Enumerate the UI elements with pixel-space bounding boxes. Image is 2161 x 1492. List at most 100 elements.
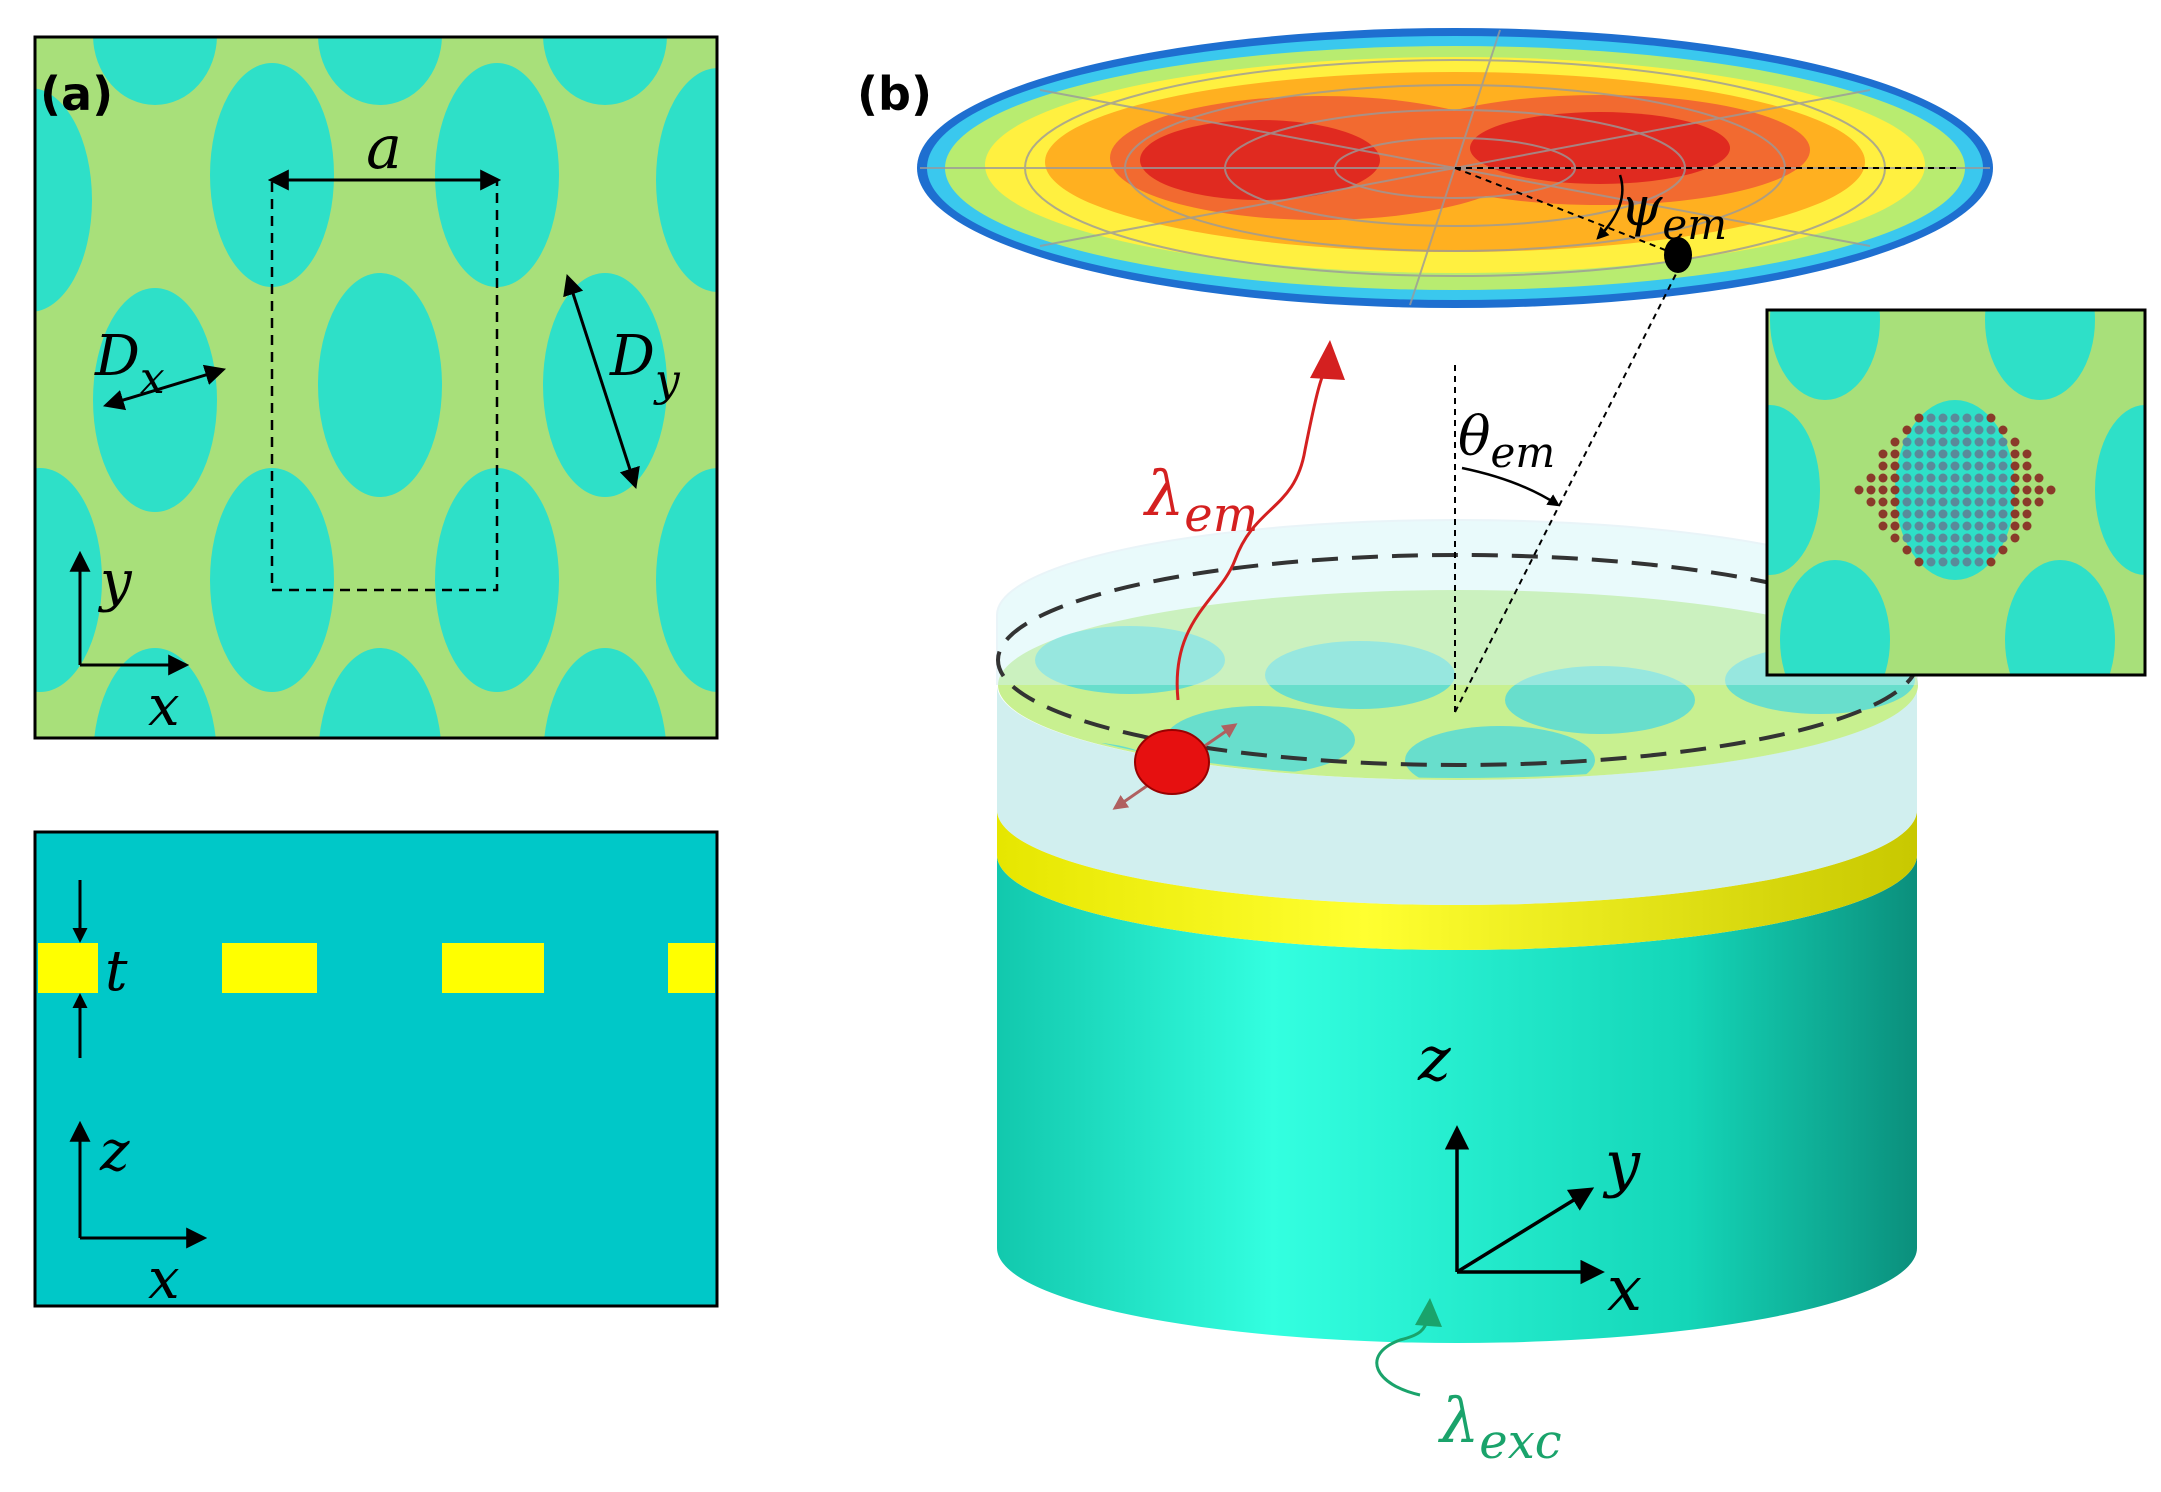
emitter-dot (1926, 425, 1936, 435)
emitter-dot (2034, 497, 2044, 507)
emitter-dot (1962, 545, 1972, 555)
emitter-dot (1902, 461, 1912, 471)
emitter-dot (1974, 557, 1984, 567)
gold-layer (997, 810, 1917, 950)
emitter-dot (1890, 449, 1900, 459)
emitter-dot (1974, 413, 1984, 423)
dx-arrow (102, 364, 227, 411)
emitter-dot (1914, 497, 1924, 507)
emitter-dot (1866, 473, 1876, 483)
emitter-dot (1962, 533, 1972, 543)
emitter-dot (1974, 485, 1984, 495)
emitter-dot (1878, 461, 1888, 471)
emitter-dot (1926, 509, 1936, 519)
emitter-dot (2010, 437, 2020, 447)
emitter-dot (1998, 533, 2008, 543)
emitter-dot (1986, 473, 1996, 483)
emitter-dot (1878, 485, 1888, 495)
emitter-dot (1974, 437, 1984, 447)
emitter-dot (2010, 461, 2020, 471)
theta-arc (1461, 466, 1561, 507)
emitter-dot (1902, 509, 1912, 519)
emitter-dot (1986, 509, 1996, 519)
emitter-dot (1926, 413, 1936, 423)
emitter-dot (1926, 545, 1936, 555)
emitter-dot (1986, 437, 1996, 447)
emitter-dot (1962, 413, 1972, 423)
emitter-dot (1938, 413, 1948, 423)
emitter-dot (1878, 473, 1888, 483)
emitter-dot (1950, 545, 1960, 555)
lambda-exc-label: λexc (1437, 1384, 1562, 1470)
emitter-dot (1950, 557, 1960, 567)
emitter-dot (1914, 485, 1924, 495)
emitter-dot (2046, 485, 2056, 495)
emitter-dot (1974, 545, 1984, 555)
emitter-dot (1986, 425, 1996, 435)
emitter-dot (1890, 437, 1900, 447)
emitter-dot (1950, 497, 1960, 507)
emitter-dot (1962, 473, 1972, 483)
emitter-dot (2010, 509, 2020, 519)
emitter-dot (1950, 509, 1960, 519)
emitter-dot (1962, 509, 1972, 519)
emitter-dot (1878, 509, 1888, 519)
emitter-dot (1962, 449, 1972, 459)
emitter-dot (1914, 437, 1924, 447)
emitter-dot (1938, 473, 1948, 483)
psi-arc (1596, 174, 1624, 240)
emitter-dot (1950, 461, 1960, 471)
emitter-dot (2034, 485, 2044, 495)
emitter-dot (1914, 557, 1924, 567)
emitter-dot (1986, 413, 1996, 423)
emitter-dot (2022, 521, 2032, 531)
emitter-dot (1902, 533, 1912, 543)
emitter-dot (1938, 461, 1948, 471)
emitter-dot (2010, 485, 2020, 495)
inset-unit-cell (1765, 308, 2147, 677)
emitter-dot (1998, 425, 2008, 435)
emitter-dot (1998, 485, 2008, 495)
emitter-dot (1998, 509, 2008, 519)
emitter-dot (2022, 485, 2032, 495)
top-view-axes: y x (69, 549, 190, 739)
emitter-dot (1962, 461, 1972, 471)
emitter-dot (1950, 437, 1960, 447)
emitter-dot (1890, 473, 1900, 483)
emitter-dot (1902, 497, 1912, 507)
emitter-dot (1890, 461, 1900, 471)
emitter-dot (1986, 449, 1996, 459)
emitter-dot (1998, 461, 2008, 471)
dy-label: Dy (609, 324, 681, 406)
emitter-dot (1938, 545, 1948, 555)
emitter-dot (2022, 461, 2032, 471)
axis-x-label: x (1607, 1252, 1642, 1325)
emitter-dot (1902, 485, 1912, 495)
unit-cell-outline (270, 178, 499, 592)
emitter-dot (1974, 533, 1984, 543)
emitter-dot (1938, 497, 1948, 507)
emitter-dot (1890, 497, 1900, 507)
axis-z-label: z (99, 1119, 130, 1184)
emitter-dot (1962, 437, 1972, 447)
emitter-dot (1938, 521, 1948, 531)
axis-x-label: x (148, 1247, 180, 1312)
emitter-dot (2022, 473, 2032, 483)
emission-direction-line (1454, 269, 1679, 713)
emitter-dot (1914, 509, 1924, 519)
axis-y-label: y (97, 549, 133, 614)
axis-z-label: z (1417, 1022, 1451, 1095)
emitter-dot (1974, 461, 1984, 471)
emitter-dot-grid (1854, 413, 2056, 567)
emitter-dot (2034, 473, 2044, 483)
emitter-dot (1986, 485, 1996, 495)
emitter-dot (1866, 497, 1876, 507)
emitter-dot (1890, 521, 1900, 531)
emitter-dot (1914, 473, 1924, 483)
emitter-dot (1890, 485, 1900, 495)
emitter-dot (1926, 497, 1936, 507)
axis-x-label: x (148, 674, 180, 739)
emitter-dot (1974, 521, 1984, 531)
emitter-dot (1890, 533, 1900, 543)
